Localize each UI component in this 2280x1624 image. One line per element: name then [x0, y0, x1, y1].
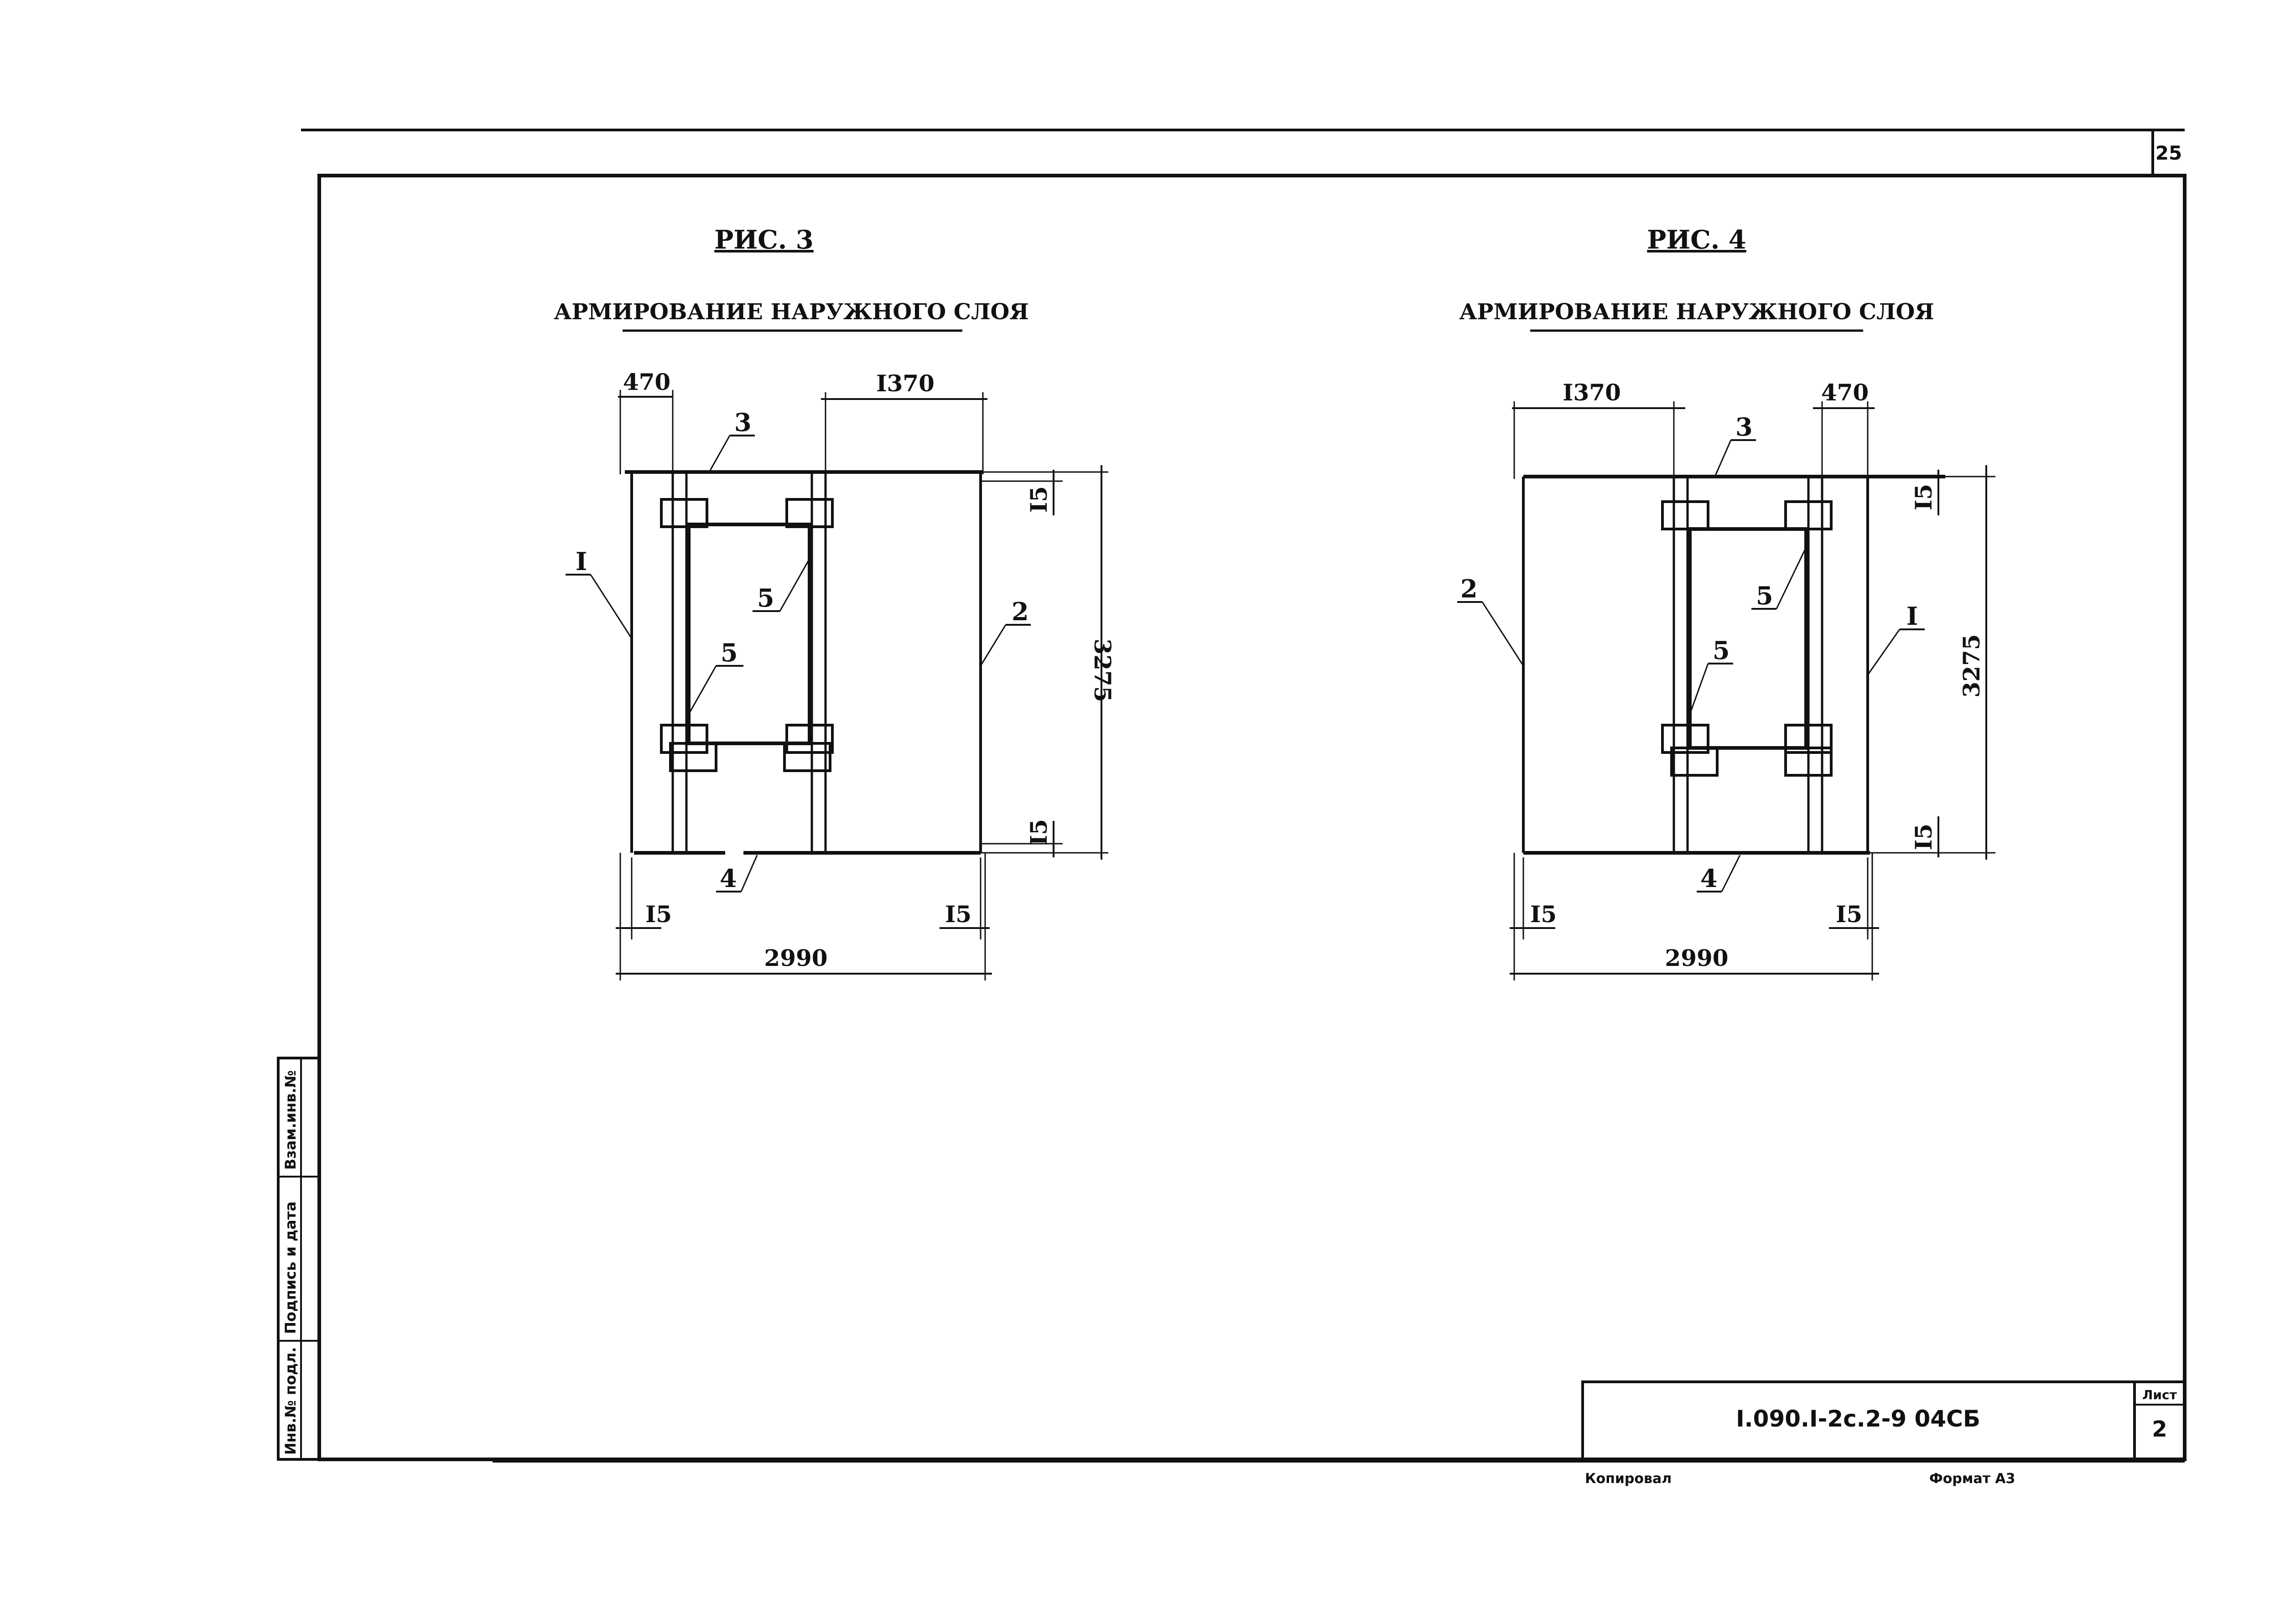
side-stamp: Инв.№ подл. Подпись и дата Взам.инв.№: [277, 1057, 321, 1461]
leader-line: [980, 624, 1007, 666]
copied-label: Копировал: [1585, 1471, 1672, 1487]
corner-bracket: [785, 498, 834, 528]
side-field-inv: Инв.№ подл.: [282, 1347, 299, 1455]
sheet-number: 2: [2152, 1416, 2167, 1442]
figure-3-caption: РИС. 3: [714, 225, 814, 255]
corner-bracket: [660, 724, 708, 754]
mark-4: 4: [1700, 864, 1718, 893]
format-label: Формат А3: [1929, 1471, 2015, 1487]
side-field-sign: Подпись и дата: [282, 1201, 299, 1334]
dim-height: 3275: [1089, 638, 1116, 702]
dim-top-offset: I5: [1025, 486, 1052, 513]
leader-line: [1481, 602, 1524, 666]
document-code: I.090.I-2c.2-9 04СБ: [1736, 1406, 1980, 1432]
mark-3: 3: [1735, 412, 1753, 441]
mark-5-lower: 5: [721, 638, 738, 667]
leader-line: [686, 665, 717, 719]
sheet-label: Лист: [2142, 1387, 2177, 1402]
corner-bracket: [1784, 747, 1833, 777]
leader-line: [708, 435, 731, 472]
dim-width: 2990: [1665, 944, 1728, 971]
page-number: 25: [2155, 142, 2182, 164]
figure-4-subtitle: АРМИРОВАНИЕ НАРУЖНОГО СЛОЯ: [1459, 299, 1934, 325]
mark-1: I: [576, 547, 587, 576]
mark-1: I: [1906, 602, 1918, 631]
corner-bracket: [1661, 500, 1709, 530]
leader-line: [740, 855, 758, 892]
mark-4: 4: [720, 864, 737, 893]
mark-5-lower: 5: [1713, 636, 1730, 665]
mark-2: 2: [1012, 597, 1029, 626]
dim-bottom-offset: I5: [1025, 819, 1052, 846]
leader-line: [1687, 663, 1709, 721]
mark-5-upper: 5: [757, 583, 774, 612]
title-block-box: [1581, 1380, 2186, 1461]
dim-left-gap: 470: [623, 368, 670, 395]
dim-left-offset: I5: [1530, 901, 1557, 928]
mark-2: 2: [1460, 574, 1478, 603]
corner-bracket: [1784, 500, 1833, 530]
corner-bracket: [1670, 747, 1719, 777]
dim-width: 2990: [764, 944, 827, 971]
figure-4: РИС. 4 АРМИРОВАНИЕ НАРУЖНОГО СЛОЯ I370 4…: [1457, 225, 1995, 981]
corner-bracket: [669, 742, 717, 772]
figure-4-caption: РИС. 4: [1647, 225, 1746, 255]
corner-bracket: [1784, 724, 1833, 754]
corner-bracket: [785, 724, 834, 754]
dim-bottom-offset: I5: [1910, 824, 1937, 850]
corner-bracket: [1661, 724, 1709, 754]
dim-right-offset: I5: [1836, 901, 1862, 928]
drawing-frame: [317, 174, 2187, 1461]
mark-3: 3: [734, 408, 752, 437]
leader-line: [590, 574, 633, 639]
dim-right-offset: I5: [945, 901, 971, 928]
dim-top-offset: I5: [1910, 484, 1937, 510]
title-block: I.090.I-2c.2-9 04СБ Лист 2 Копировал Фор…: [1581, 1380, 2186, 1487]
dim-left-offset: I5: [645, 901, 672, 928]
leader-line: [779, 558, 810, 612]
dim-left-gap: I370: [1563, 379, 1621, 406]
window-opening: [687, 523, 811, 745]
figure-3-subtitle: АРМИРОВАНИЕ НАРУЖНОГО СЛОЯ: [554, 299, 1028, 325]
dim-height: 3275: [1958, 634, 1985, 697]
dim-right-gap: 470: [1821, 379, 1869, 406]
leader-line: [1721, 855, 1741, 892]
mark-5-upper: 5: [1756, 581, 1773, 610]
corner-bracket: [783, 742, 831, 772]
side-stamp-outer: [277, 1057, 321, 1461]
window-opening: [1688, 527, 1808, 750]
leader-line: [1867, 629, 1901, 675]
leader-line: [1776, 547, 1807, 609]
corner-bracket: [660, 498, 708, 528]
figure-3: РИС. 3 АРМИРОВАНИЕ НАРУЖНОГО СЛОЯ 470 I3…: [554, 225, 1116, 981]
leader-line: [1714, 440, 1732, 477]
dim-right-gap: I370: [876, 370, 935, 397]
side-field-replace: Взам.инв.№: [282, 1070, 299, 1170]
